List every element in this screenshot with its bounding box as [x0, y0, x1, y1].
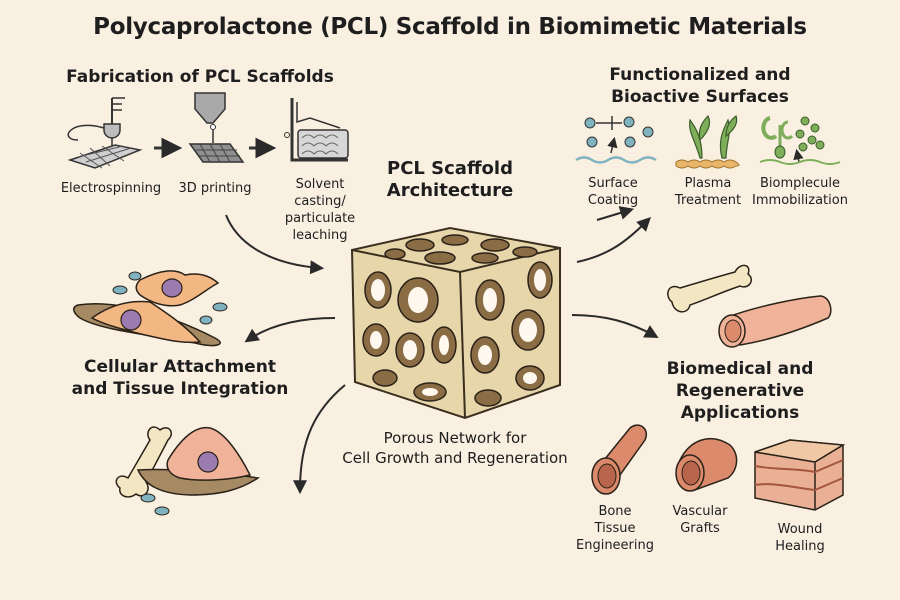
3d-printer-icon: [188, 92, 245, 163]
heading-line: Architecture: [386, 180, 514, 201]
heading-line: Bioactive Surfaces: [611, 87, 789, 107]
label-line: Biomplecule: [759, 176, 840, 191]
heading-line: Applications: [680, 403, 800, 423]
surface-label-plasma: Plasma Treatment: [668, 175, 748, 209]
biomolecule-immobilization-icon: [759, 116, 841, 165]
surface-label-coating: Surface Coating: [573, 175, 653, 209]
vascular-graft-icon: [675, 437, 738, 492]
label-line: casting/: [294, 194, 346, 209]
label-line: Healing: [775, 539, 825, 554]
bone-and-vessel-icon: [667, 264, 832, 348]
skin-layers-icon: [754, 439, 846, 511]
bone-tube-icon: [591, 424, 647, 495]
application-label-wound: Wound Healing: [755, 521, 845, 555]
label-line: Wound: [777, 522, 823, 537]
application-label-vascular: Vascular Grafts: [660, 503, 740, 537]
scaffold-cube-icon: [350, 226, 561, 420]
label-line: Solvent: [295, 177, 345, 192]
heading-line: Functionalized and: [609, 65, 791, 85]
label-line: Treatment: [674, 193, 742, 208]
label-line: Engineering: [576, 538, 654, 553]
label-line: Immobilization: [752, 193, 848, 208]
label-line: particulate: [284, 211, 356, 226]
electrospinning-icon: [67, 97, 143, 169]
diagram-title: Polycaprolactone (PCL) Scaffold in Biomi…: [93, 14, 807, 40]
heading-line: PCL Scaffold: [387, 158, 513, 179]
surfaces-heading: Functionalized and Bioactive Surfaces: [590, 64, 810, 108]
label-line: leaching: [292, 228, 348, 243]
label-line: Plasma: [684, 176, 732, 191]
porous-network-caption: Porous Network for Cell Growth and Regen…: [310, 428, 600, 468]
heading-line: Cellular Attachment: [84, 357, 276, 377]
cells-top-icon: [73, 270, 228, 347]
heading-line: and Tissue Integration: [71, 379, 289, 399]
fabrication-heading: Fabrication of PCL Scaffolds: [66, 67, 334, 87]
label-line: Bone: [598, 504, 632, 519]
heading-line: Regenerative: [675, 381, 805, 401]
method-label-3d-printing: 3D printing: [178, 181, 252, 196]
surface-label-immobilization: Biomplecule Immobilization: [745, 175, 855, 209]
cellular-heading: Cellular Attachment and Tissue Integrati…: [55, 356, 305, 400]
plasma-treatment-icon: [675, 114, 740, 169]
caption-line: Cell Growth and Regeneration: [342, 449, 568, 467]
label-line: Coating: [587, 193, 639, 208]
label-line: Vascular: [672, 504, 728, 519]
applications-heading: Biomedical and Regenerative Applications: [650, 358, 830, 424]
heading-line: Biomedical and: [666, 359, 814, 379]
bone-and-cell-icon: [115, 426, 261, 516]
application-label-bone: Bone Tissue Engineering: [565, 503, 665, 554]
solvent-casting-icon: [284, 98, 349, 162]
method-label-solvent-casting: Solvent casting/ particulate leaching: [280, 176, 360, 244]
method-label-electrospinning: Electrospinning: [60, 181, 162, 196]
surface-coating-icon: [575, 116, 657, 164]
caption-line: Porous Network for: [383, 429, 527, 447]
label-line: Surface: [588, 176, 638, 191]
scaffold-architecture-heading: PCL Scaffold Architecture: [360, 158, 540, 202]
label-line: Grafts: [680, 521, 720, 536]
label-line: Tissue: [594, 521, 636, 536]
